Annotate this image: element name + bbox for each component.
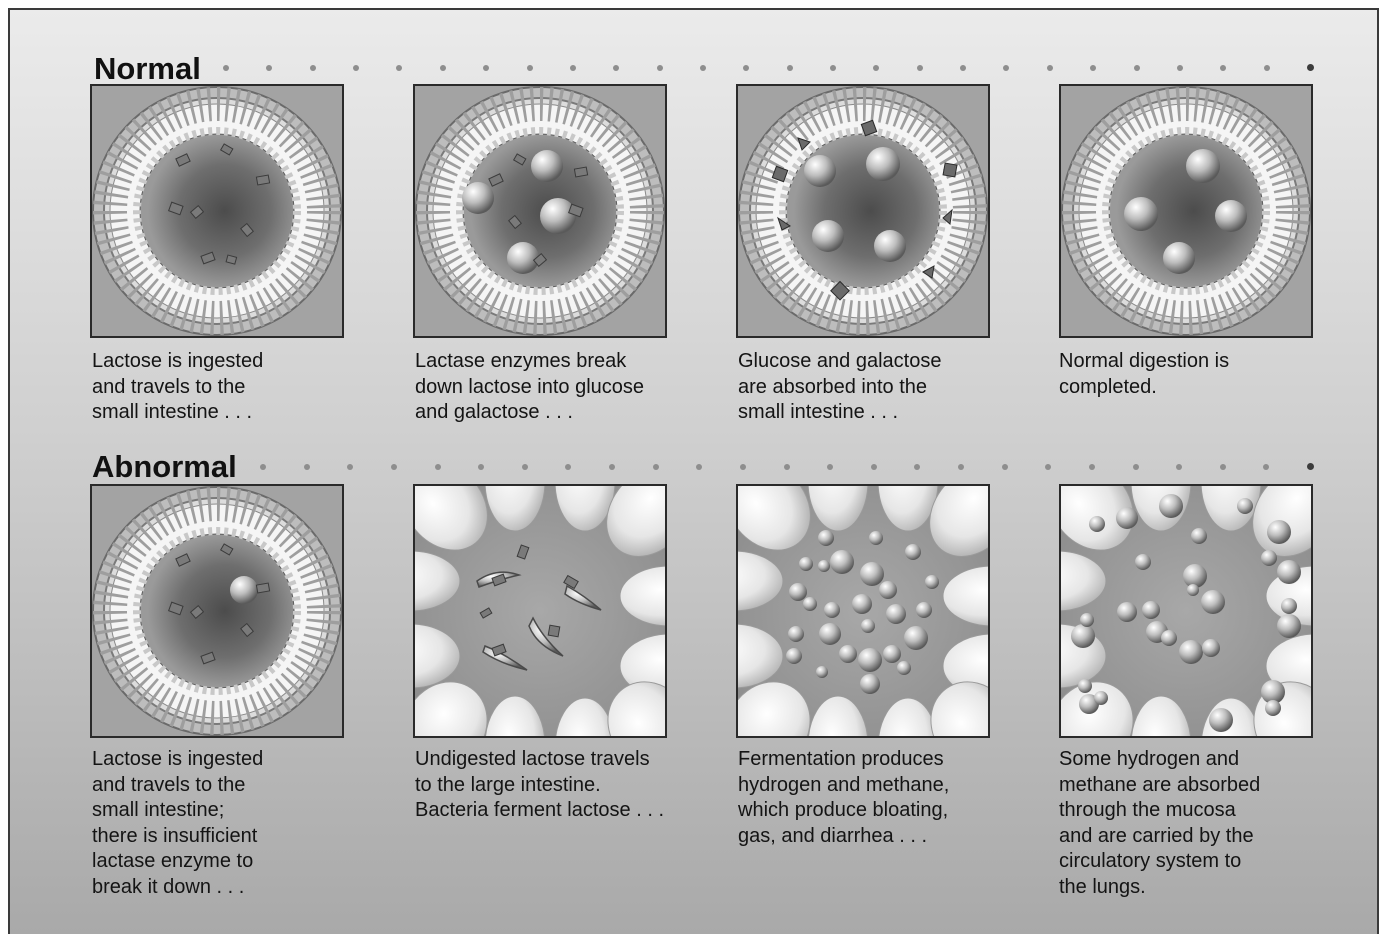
divider-dot: [873, 65, 879, 71]
divider-dot: [347, 464, 353, 470]
divider-dot: [565, 464, 571, 470]
large-intestine-closeup-illustration: [1061, 486, 1311, 736]
divider-dot: [609, 464, 615, 470]
divider-dot: [827, 464, 833, 470]
diagram-board: Normal: [8, 8, 1379, 934]
divider-dot: [914, 464, 920, 470]
panel-lactase-breakdown: [413, 84, 667, 338]
divider-dot: [1220, 65, 1226, 71]
divider-dot: [396, 65, 402, 71]
divider-dot: [1003, 65, 1009, 71]
row-title-normal: Normal: [94, 53, 201, 84]
step-caption-abnormal-4: Some hydrogen and methane are absorbed t…: [1059, 747, 1349, 900]
divider-dot: [260, 464, 266, 470]
panel-insufficient-lactase: [90, 484, 344, 738]
divider-dot: [1264, 65, 1270, 71]
divider-dot: [917, 65, 923, 71]
divider-dot: [1089, 464, 1095, 470]
divider-dot: [570, 65, 576, 71]
divider-dot: [223, 65, 229, 71]
divider-dot: [743, 65, 749, 71]
divider-dot: [1307, 64, 1314, 71]
intestine-cross-section-illustration: [738, 86, 988, 336]
divider-dot: [1090, 65, 1096, 71]
row-title-abnormal: Abnormal: [92, 451, 237, 482]
divider-dot: [657, 65, 663, 71]
divider-dot: [310, 65, 316, 71]
panel-absorbed-to-lungs: [1059, 484, 1313, 738]
large-intestine-closeup-illustration: [738, 486, 988, 736]
intestine-cross-section-illustration: [92, 86, 342, 336]
intestine-cross-section-illustration: [415, 86, 665, 336]
divider-dot: [1047, 65, 1053, 71]
intestine-cross-section-illustration: [1061, 86, 1311, 336]
large-intestine-closeup-illustration: [415, 486, 665, 736]
divider-dot: [391, 464, 397, 470]
divider-dot: [527, 65, 533, 71]
divider-dot: [958, 464, 964, 470]
step-caption-normal-3: Glucose and galactose are absorbed into …: [738, 349, 1028, 426]
step-caption-abnormal-2: Undigested lactose travels to the large …: [415, 747, 705, 824]
divider-dot: [784, 464, 790, 470]
panel-digestion-completed: [1059, 84, 1313, 338]
divider-dot: [353, 65, 359, 71]
divider-dot: [653, 464, 659, 470]
divider-dot: [1220, 464, 1226, 470]
dotted-divider: [223, 63, 1315, 73]
divider-dot: [1307, 463, 1314, 470]
divider-dot: [1002, 464, 1008, 470]
panel-glucose-galactose-absorption: [736, 84, 990, 338]
step-caption-abnormal-1: Lactose is ingested and travels to the s…: [92, 747, 382, 900]
divider-dot: [696, 464, 702, 470]
step-caption-normal-4: Normal digestion is completed.: [1059, 349, 1349, 400]
divider-dot: [1134, 65, 1140, 71]
divider-dot: [266, 65, 272, 71]
panel-small-intestine-lactose: [90, 84, 344, 338]
intestine-cross-section-illustration: [92, 486, 342, 736]
divider-dot: [613, 65, 619, 71]
divider-dot: [1263, 464, 1269, 470]
step-caption-abnormal-3: Fermentation produces hydrogen and metha…: [738, 747, 1028, 849]
panel-bacteria-ferment-lactose: [413, 484, 667, 738]
divider-dot: [1045, 464, 1051, 470]
divider-dot: [522, 464, 528, 470]
divider-dot: [1177, 65, 1183, 71]
dotted-divider: [260, 462, 1315, 472]
step-caption-normal-1: Lactose is ingested and travels to the s…: [92, 349, 382, 426]
divider-dot: [871, 464, 877, 470]
divider-dot: [478, 464, 484, 470]
step-caption-normal-2: Lactase enzymes break down lactose into …: [415, 349, 705, 426]
divider-dot: [1176, 464, 1182, 470]
divider-dot: [787, 65, 793, 71]
divider-dot: [960, 65, 966, 71]
divider-dot: [483, 65, 489, 71]
divider-dot: [304, 464, 310, 470]
divider-dot: [830, 65, 836, 71]
divider-dot: [440, 65, 446, 71]
divider-dot: [435, 464, 441, 470]
panel-fermentation-gas: [736, 484, 990, 738]
divider-dot: [740, 464, 746, 470]
divider-dot: [700, 65, 706, 71]
divider-dot: [1133, 464, 1139, 470]
